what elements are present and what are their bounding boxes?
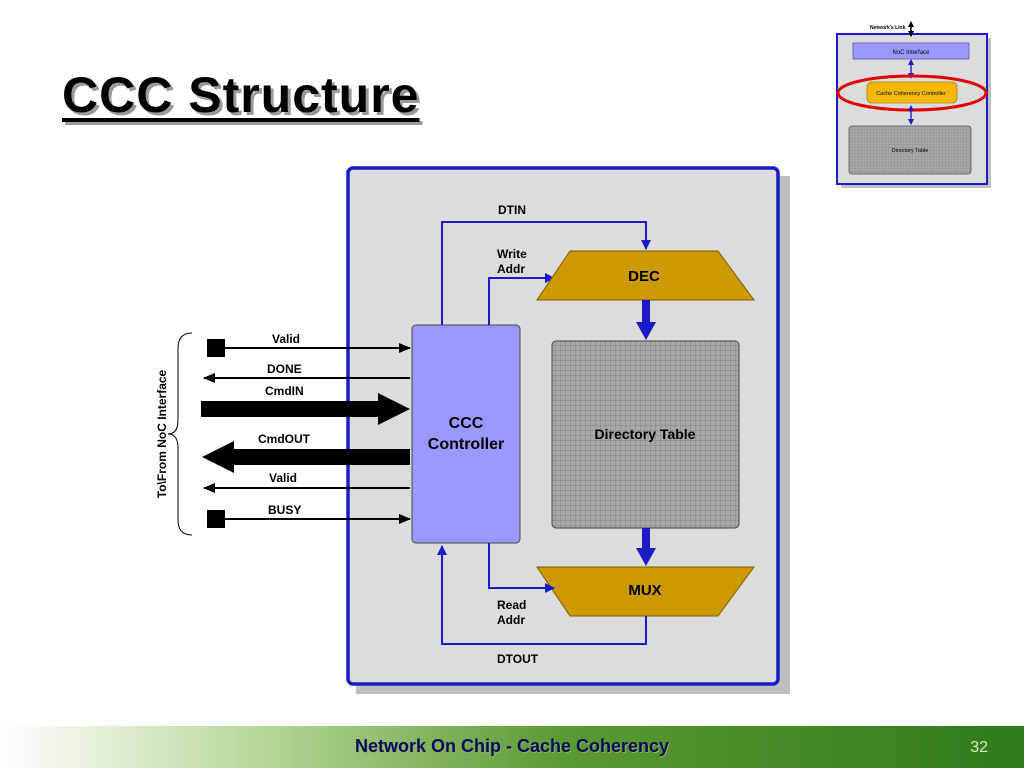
thumb-ccc <box>866 81 958 104</box>
busy-port <box>207 510 225 528</box>
thumb-network-link-label: Network's Link <box>870 25 906 31</box>
valid-in-port <box>207 339 225 357</box>
dtout-label: DTOUT <box>497 652 539 666</box>
dtin-path <box>441 221 651 325</box>
slide-title: CCC Structure <box>62 67 420 123</box>
ccc-controller <box>411 324 521 544</box>
side-brace <box>167 332 193 536</box>
footer-bar <box>0 726 1024 768</box>
dtout-path <box>437 545 647 645</box>
thumb-ccc-label: Cache Coherency Controller <box>876 91 946 97</box>
dec-block <box>536 250 755 301</box>
directory-table-label: Directory Table <box>595 426 696 442</box>
signal-lines: Valid DONE CmdIN CmdOUT Valid BUSY <box>201 332 411 528</box>
thumb-directory-table <box>848 125 972 175</box>
read-addr-path <box>488 543 555 593</box>
cmdin-arrow <box>201 393 410 425</box>
ccc-controller-label-2: Controller <box>428 436 504 453</box>
page-number: 32 <box>970 739 988 756</box>
dec-to-table-arrow <box>636 300 656 340</box>
read-addr-label-2: Addr <box>497 613 525 627</box>
cmdout-label: CmdOUT <box>258 432 311 446</box>
busy-label: BUSY <box>268 503 301 517</box>
thumbnail-overview: Network's Link NoC Interface Cache Coher… <box>836 21 991 188</box>
footer-text: Network On Chip - Cache Coherency <box>354 736 670 756</box>
valid-in-label: Valid <box>272 332 300 346</box>
write-addr-path <box>488 273 555 325</box>
dtin-label: DTIN <box>498 203 526 217</box>
done-label: DONE <box>267 362 302 376</box>
thumb-directory-table-label: Directory Table <box>892 148 929 154</box>
read-addr-label-1: Read <box>497 598 526 612</box>
mux-block <box>536 566 755 617</box>
ccc-controller-label-1: CCC <box>449 415 484 432</box>
write-addr-label-2: Addr <box>497 262 525 276</box>
table-to-mux-arrow <box>636 528 656 566</box>
write-addr-label-1: Write <box>497 247 527 261</box>
cmdout-arrow <box>202 441 410 473</box>
thumb-noc-interface-label: NoC Interface <box>892 50 930 56</box>
mux-label: MUX <box>628 582 661 599</box>
valid-out-label: Valid <box>269 471 297 485</box>
cmdin-label: CmdIN <box>265 384 304 398</box>
side-label: To\From NoC Interface <box>155 369 169 498</box>
dec-label: DEC <box>628 268 660 285</box>
